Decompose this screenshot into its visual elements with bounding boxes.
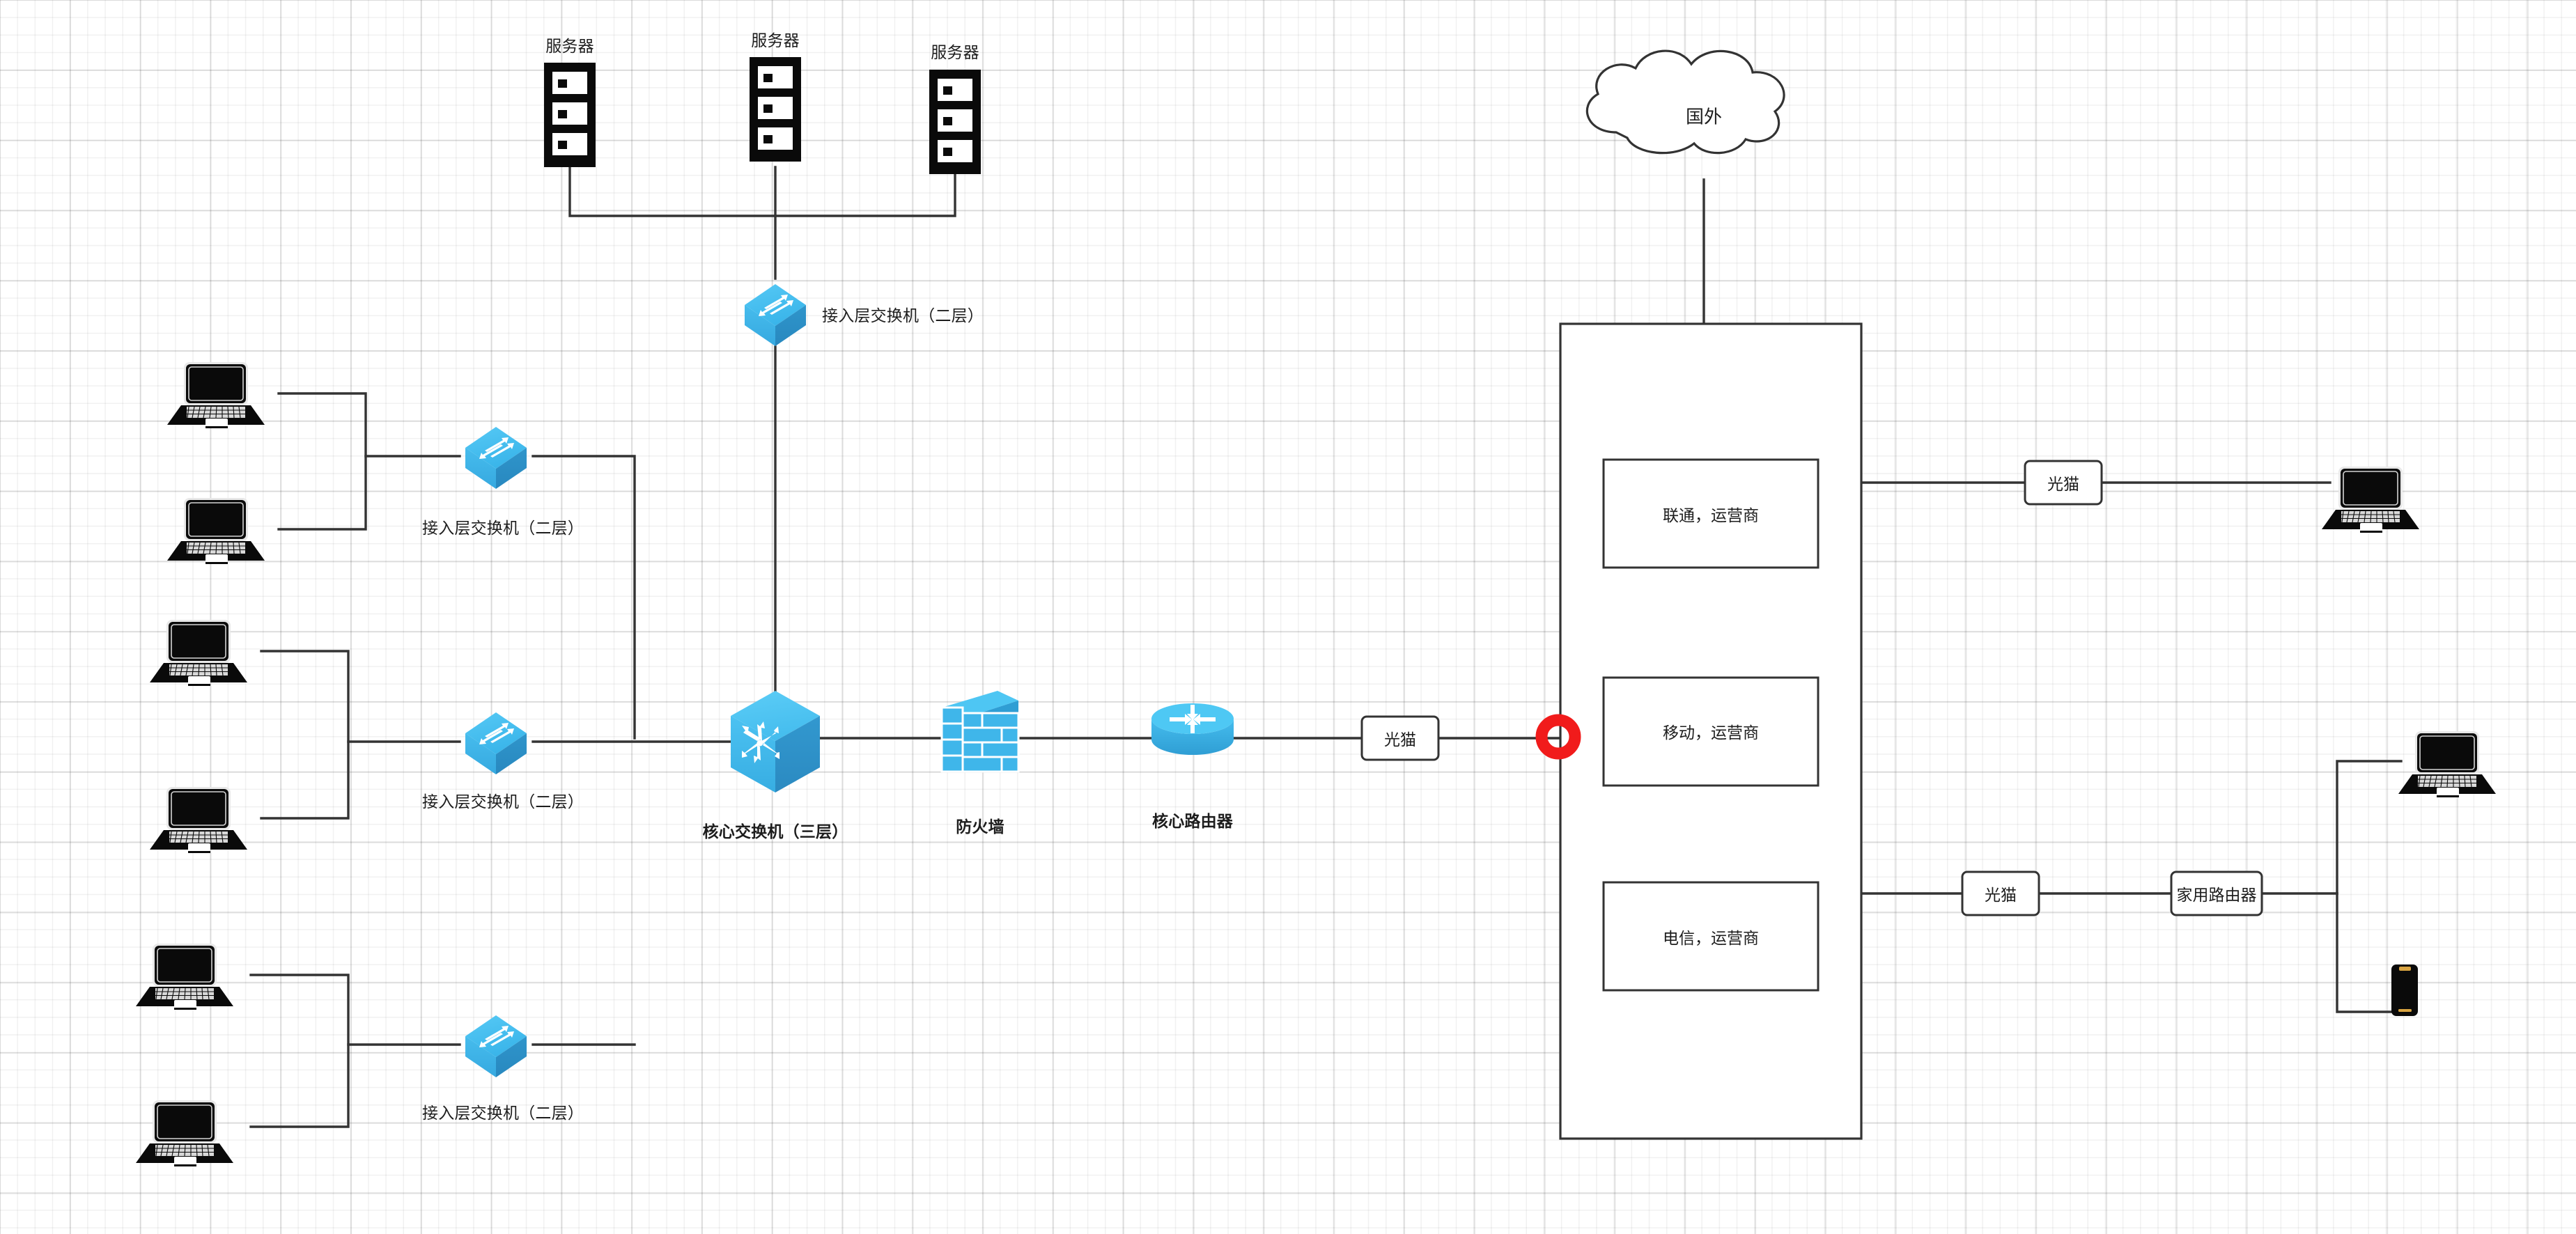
firewall-icon[interactable]	[940, 691, 1020, 773]
server-2[interactable]	[750, 57, 801, 162]
isp-box-mobile[interactable]	[1602, 676, 1820, 787]
home-router-box[interactable]	[2170, 870, 2263, 916]
server-1-label: 服务器	[545, 38, 594, 56]
laptop-5[interactable]	[135, 943, 234, 1010]
access-switch-servers-label: 接入层交换机（二层）	[822, 307, 984, 325]
server-3[interactable]	[929, 70, 981, 174]
laptop-1[interactable]	[166, 361, 265, 429]
optical-modem-core-label: 光猫	[1384, 731, 1416, 749]
laptop-4[interactable]	[149, 786, 248, 854]
optical-modem-top-label: 光猫	[2047, 476, 2079, 494]
laptop-3[interactable]	[149, 619, 248, 687]
isp-mobile-label: 移动，运营商	[1663, 724, 1759, 742]
firewall-label: 防火墙	[956, 818, 1004, 836]
isp-box-telecom[interactable]	[1602, 881, 1820, 992]
core-router-icon[interactable]	[1151, 703, 1234, 755]
mobile-phone-icon[interactable]	[2391, 964, 2418, 1016]
access-switch-servers-icon[interactable]	[745, 284, 806, 346]
isp-box-unicom[interactable]	[1602, 458, 1820, 569]
access-switch-1-icon[interactable]	[465, 427, 527, 489]
optical-modem-bottom-box[interactable]	[1961, 870, 2040, 916]
core-switch-icon[interactable]	[731, 691, 820, 792]
laptop-6[interactable]	[135, 1100, 234, 1167]
laptop-2[interactable]	[166, 497, 265, 565]
connection-lines	[249, 166, 2403, 1128]
server-1[interactable]	[544, 63, 596, 167]
home-router-label: 家用路由器	[2176, 887, 2257, 905]
core-router-label: 核心路由器	[1152, 813, 1233, 831]
optical-modem-top-box[interactable]	[2024, 460, 2103, 506]
core-switch-label: 核心交换机（三层）	[702, 823, 848, 841]
isp-telecom-label: 电信，运营商	[1663, 930, 1759, 948]
access-switch-3-label: 接入层交换机（二层）	[422, 1104, 584, 1123]
cloud-label: 国外	[1685, 107, 1723, 128]
cloud-shape	[1585, 49, 1785, 155]
red-circle-annotation	[1535, 714, 1581, 760]
access-switch-2-icon[interactable]	[465, 712, 527, 774]
server-3-label: 服务器	[931, 44, 979, 62]
access-switch-1-label: 接入层交换机（二层）	[422, 520, 584, 538]
access-switch-3-icon[interactable]	[465, 1015, 527, 1077]
server-2-label: 服务器	[751, 32, 800, 50]
optical-modem-bottom-label: 光猫	[1985, 887, 2017, 905]
laptop-right-top[interactable]	[2321, 466, 2420, 533]
access-switch-2-label: 接入层交换机（二层）	[422, 793, 584, 811]
optical-modem-core-box[interactable]	[1360, 715, 1440, 761]
laptop-right-bottom[interactable]	[2398, 731, 2497, 798]
isp-unicom-label: 联通，运营商	[1663, 507, 1759, 525]
